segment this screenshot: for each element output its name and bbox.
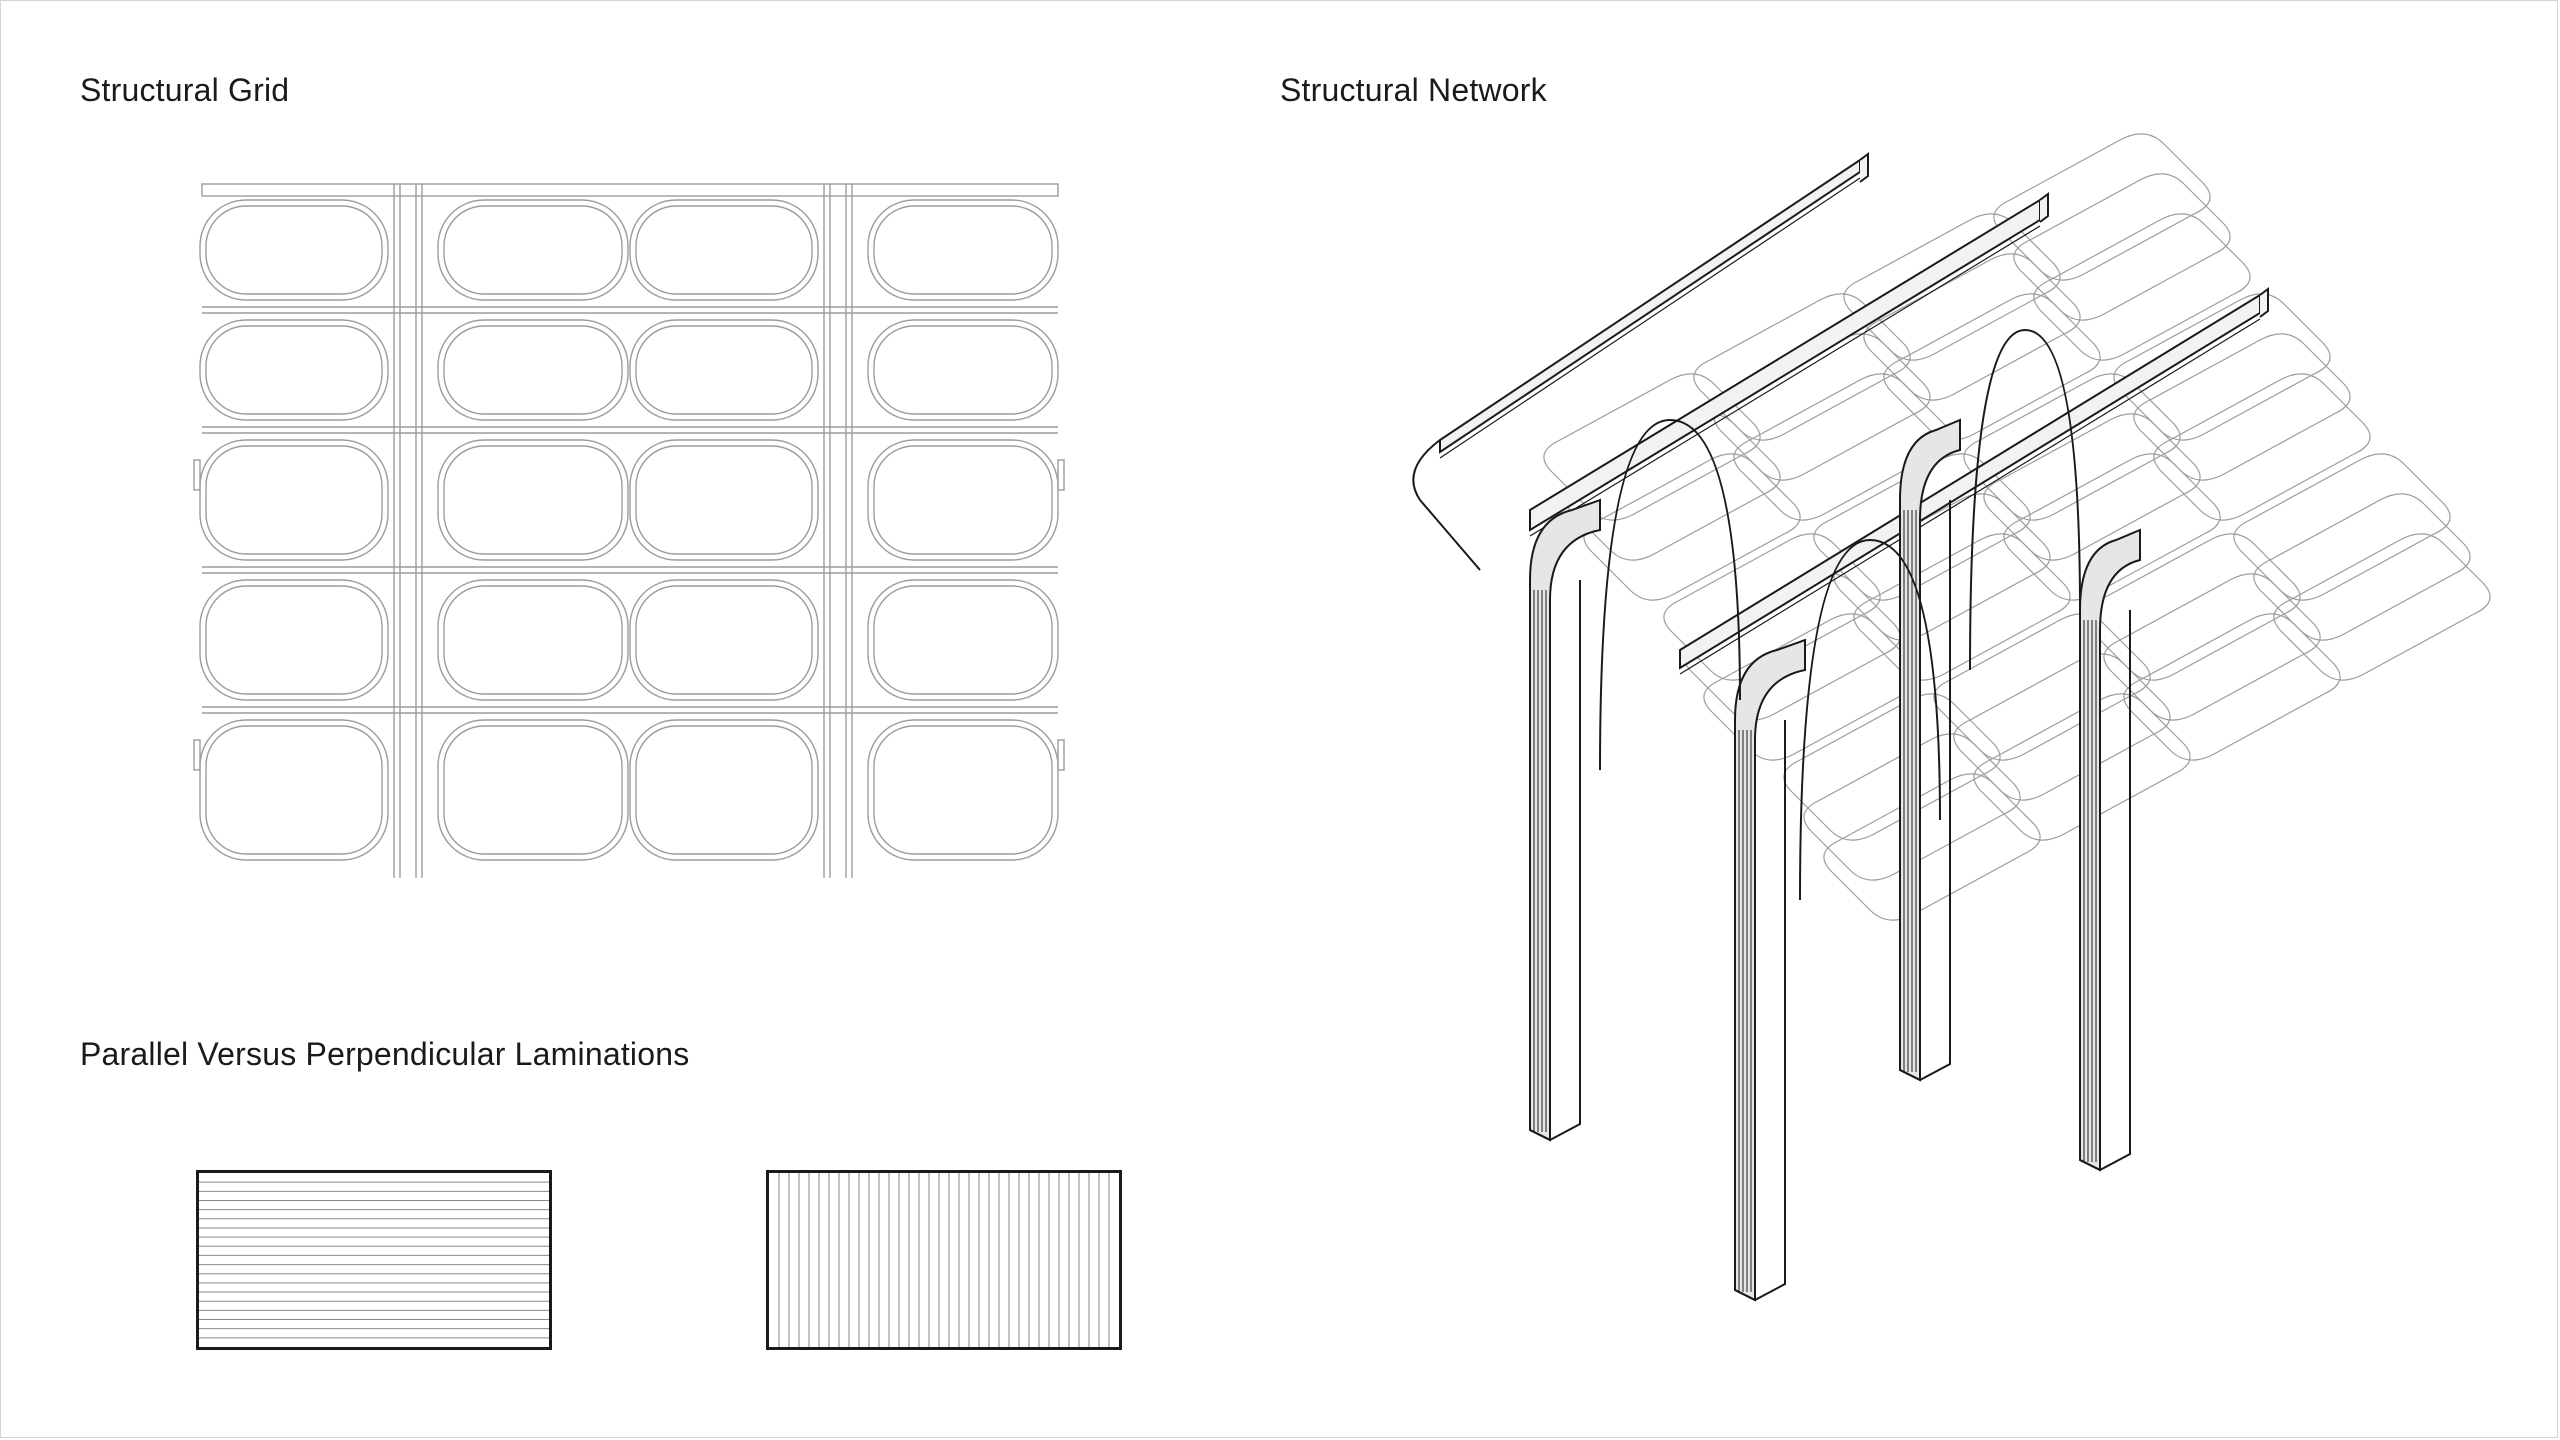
network-cross-arch [1969, 328, 2081, 671]
network-lattice-cell [2153, 373, 2371, 521]
grid-cell-inner [443, 325, 623, 415]
network-lattice-cell [2123, 613, 2341, 761]
network-lattice-cell [1883, 293, 2101, 441]
grid-cell [199, 579, 389, 701]
structural-grid-drawing [193, 183, 1065, 878]
grid-cell-inner [635, 325, 813, 415]
grid-cell [867, 439, 1059, 561]
network-cross-arch [1799, 538, 1941, 901]
parallel-panel-border [196, 1170, 552, 1350]
grid-cell-inner [443, 725, 623, 855]
grid-top-beam [201, 183, 1059, 197]
grid-cell-inner [635, 205, 813, 295]
grid-cell-inner [873, 205, 1053, 295]
grid-cell [867, 719, 1059, 861]
grid-cell-inner [635, 445, 813, 555]
grid-cell [437, 199, 629, 301]
network-top-rail [1439, 158, 1861, 454]
network-lattice-cell [2033, 213, 2251, 361]
network-arched-leg [2079, 528, 2141, 1172]
grid-cell [199, 319, 389, 421]
network-arched-leg [1529, 498, 1601, 1142]
grid-cell [867, 199, 1059, 301]
network-rail-cap [2259, 287, 2269, 318]
laminations-title: Parallel Versus Perpendicular Lamination… [80, 1036, 690, 1072]
network-arched-leg [1734, 638, 1806, 1302]
network-lattice-cell [1783, 693, 2001, 841]
grid-cell-inner [873, 725, 1053, 855]
grid-side-tab [193, 459, 201, 491]
grid-cell-inner [205, 585, 383, 695]
grid-cell-inner [873, 585, 1053, 695]
network-lattice-cell [2253, 493, 2471, 641]
grid-cell-inner [635, 585, 813, 695]
network-lattice-cell [1583, 453, 1801, 601]
grid-cell [437, 719, 629, 861]
network-rail-cap [1859, 152, 1869, 183]
network-leg-side [2079, 610, 2131, 1172]
network-rail-edge [1529, 225, 2041, 537]
grid-cell [629, 579, 819, 701]
grid-cell-inner [873, 325, 1053, 415]
grid-cell [629, 439, 819, 561]
structural-grid-title: Structural Grid [80, 72, 290, 108]
parallel-lamination-panel [196, 1170, 552, 1350]
structural-network-drawing [1412, 133, 2491, 1302]
grid-cell [437, 579, 629, 701]
grid-cell [437, 439, 629, 561]
network-lattice-cell [1823, 773, 2041, 921]
network-lattice-cell [2133, 333, 2351, 481]
network-lattice-cell [1993, 133, 2211, 281]
grid-side-tab [1057, 739, 1065, 771]
network-rail-corner [1412, 439, 1481, 571]
network-rail-cap [2039, 192, 2049, 223]
grid-cell [629, 199, 819, 301]
grid-cell-inner [205, 445, 383, 555]
network-leg-side [1734, 720, 1786, 1302]
grid-cell [629, 319, 819, 421]
network-lattice-cell [2013, 173, 2231, 321]
perpendicular-lamination-panel [766, 1170, 1122, 1350]
grid-cell-inner [205, 205, 383, 295]
network-lattice-cell [1973, 693, 2191, 841]
grid-cell [199, 439, 389, 561]
grid-cell [867, 319, 1059, 421]
grid-cell-inner [205, 325, 383, 415]
network-lattice-cell [1853, 533, 2071, 681]
grid-side-tab [193, 739, 201, 771]
grid-cell-inner [443, 205, 623, 295]
grid-cell [867, 579, 1059, 701]
network-leg-side [1529, 580, 1581, 1142]
network-rail-edge [1439, 177, 1861, 459]
network-lattice-cell [2233, 453, 2451, 601]
perpendicular-panel-border [766, 1170, 1122, 1350]
grid-side-tab [1057, 459, 1065, 491]
grid-cell-inner [873, 445, 1053, 555]
network-leg-side [1899, 500, 1951, 1082]
network-lattice-cell [2273, 533, 2491, 681]
grid-cell [199, 199, 389, 301]
grid-cell-inner [443, 585, 623, 695]
network-lattice-cell [2003, 453, 2221, 601]
network-rail-edge [1679, 318, 2261, 675]
grid-cell-inner [443, 445, 623, 555]
grid-cell-inner [205, 725, 383, 855]
grid-cell [437, 319, 629, 421]
structural-network-title: Structural Network [1280, 72, 1547, 108]
grid-cell [629, 719, 819, 861]
grid-cell [199, 719, 389, 861]
grid-cell-inner [635, 725, 813, 855]
network-cross-arch [1599, 418, 1741, 771]
